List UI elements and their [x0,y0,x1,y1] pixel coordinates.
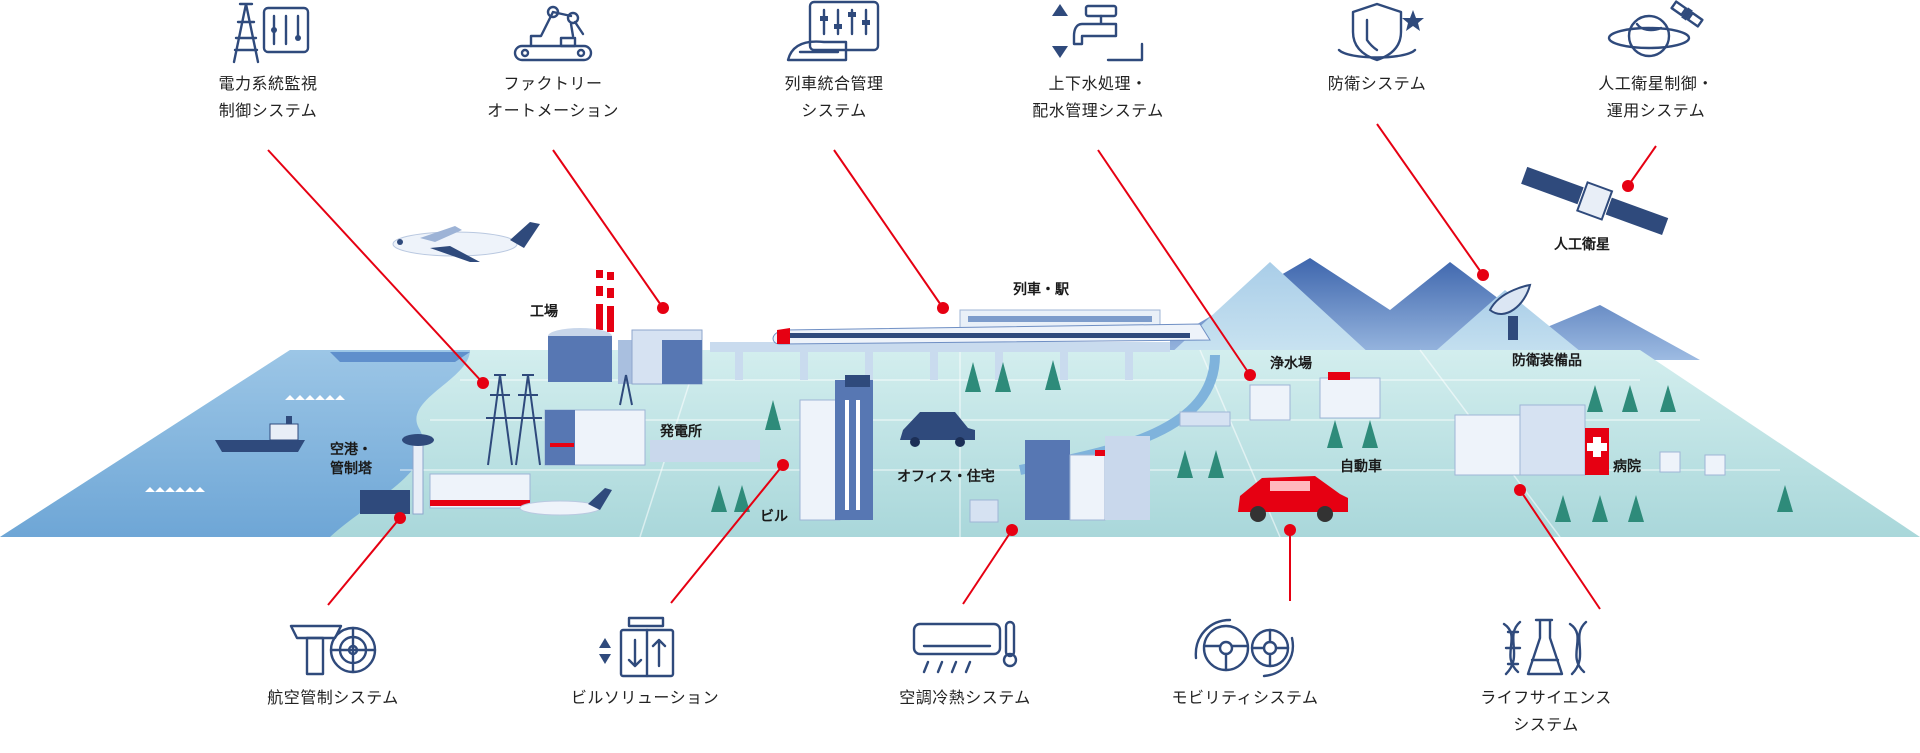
train-viaduct [710,309,1211,380]
place-factory: 工場 [530,304,558,320]
office-buildings [969,436,1150,523]
category-label: モビリティシステム [1171,688,1319,707]
category-aviation[interactable]: 航空管制システム [223,616,443,711]
dna-flask-icon [1502,618,1588,676]
category-factory[interactable]: ファクトリー オートメーション [443,0,663,124]
place-car: 自動車 [1340,459,1382,475]
category-mobility[interactable]: モビリティシステム [1135,616,1355,711]
place-satellite: 人工衛星 [1554,237,1610,253]
category-label: 人工衛星制御・ 運用システム [1598,74,1714,120]
connector-dots [394,180,1634,536]
planet-satellite-icon [1607,0,1704,58]
place-building: ビル [760,509,788,525]
hospital [1454,404,1726,476]
connector-lines [267,123,1657,610]
robot-arm-icon [513,5,593,62]
category-label: ビルソリューション [570,688,720,707]
transmission-towers [486,374,633,466]
category-building[interactable]: ビルソリューション [535,616,755,711]
place-hospital: 病院 [1613,459,1641,475]
airplane [392,222,540,262]
power-plant [544,409,760,466]
control-tower-radar-icon [289,624,377,676]
place-defense-equipment: 防衛装備品 [1512,353,1582,369]
trees [711,360,1793,522]
train-control-icon [786,0,880,62]
category-label: 列車統合管理 システム [784,74,884,120]
air-conditioner-icon [912,620,1018,674]
category-label: 航空管制システム [267,688,399,707]
radar-dish [1488,283,1532,340]
place-power-plant: 発電所 [660,424,702,440]
category-satellite[interactable]: 人工衛星制御・ 運用システム [1546,0,1766,124]
waves [145,395,345,492]
ship [215,416,305,452]
place-water-plant: 浄水場 [1270,356,1312,372]
place-train-station: 列車・駅 [1013,282,1069,298]
tall-building [799,375,873,521]
suv [900,412,975,447]
category-label: 電力系統監視 制御システム [218,74,318,120]
elevator-icon [599,616,675,678]
factory [548,270,703,385]
faucet-icon [1052,4,1144,62]
category-label: ライフサイエンス システム [1480,688,1612,734]
category-train[interactable]: 列車統合管理 システム [724,0,944,124]
place-office-housing: オフィス・住宅 [897,469,995,485]
category-label: ファクトリー オートメーション [487,74,619,120]
category-power[interactable]: 電力系統監視 制御システム [158,0,378,124]
category-label: 防衛システム [1327,74,1427,93]
category-defense[interactable]: 防衛システム [1267,0,1487,97]
place-airport: 空港・ 管制塔 [330,442,372,477]
coast [330,352,470,362]
category-life[interactable]: ライフサイエンス システム [1436,616,1656,738]
steering-wheel-icon [1194,618,1295,678]
power-tower-icon [232,2,310,64]
category-label: 上下水処理・ 配水管理システム [1032,74,1164,120]
satellite [1521,166,1669,236]
category-water[interactable]: 上下水処理・ 配水管理システム [988,0,1208,124]
airport [360,434,612,516]
shield-icon [1337,2,1424,62]
category-hvac[interactable]: 空調冷熱システム [855,616,1075,711]
water-plant [1179,372,1381,427]
category-label: 空調冷熱システム [899,688,1031,707]
red-car [1238,476,1348,522]
